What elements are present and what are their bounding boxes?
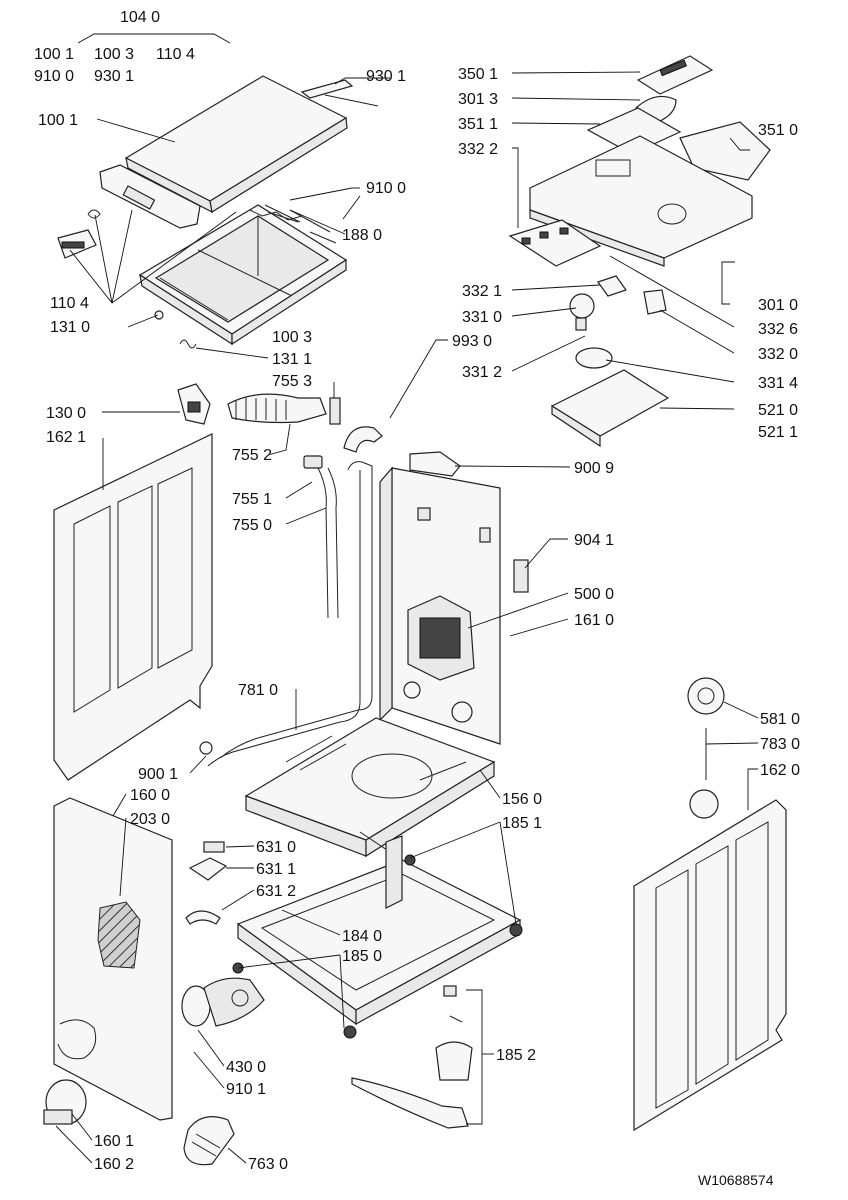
label-301-3: 301 3 xyxy=(458,91,498,108)
label-900-9: 900 9 xyxy=(574,460,614,477)
label-904-1: 904 1 xyxy=(574,532,614,549)
label-162-1: 162 1 xyxy=(46,429,86,446)
label-351-0: 351 0 xyxy=(758,122,798,139)
label-162-0: 162 0 xyxy=(760,762,800,779)
label-332-2: 332 2 xyxy=(458,141,498,158)
label-331-0: 331 0 xyxy=(462,309,502,326)
label-755-3: 755 3 xyxy=(272,373,312,390)
label-185-0: 185 0 xyxy=(342,948,382,965)
part-161-0-rear-panel xyxy=(379,451,529,745)
label-161-0: 161 0 xyxy=(574,612,614,629)
label-130-0: 130 0 xyxy=(46,405,86,422)
label-185-1: 185 1 xyxy=(502,815,542,832)
label-156-0: 156 0 xyxy=(502,791,542,808)
label-781-0: 781 0 xyxy=(238,682,278,699)
label-110-4-top: 110 4 xyxy=(156,46,195,63)
part-100-1-top-lid xyxy=(124,75,348,214)
label-160-2: 160 2 xyxy=(94,1156,134,1173)
label-521-1: 521 1 xyxy=(758,424,798,441)
label-131-1: 131 1 xyxy=(272,351,312,368)
label-910-1: 910 1 xyxy=(226,1081,266,1098)
part-right-side-group xyxy=(633,677,787,1132)
part-top-frame xyxy=(138,204,348,346)
part-755-inlet-tube xyxy=(303,455,339,619)
label-184-0: 184 0 xyxy=(342,928,382,945)
label-110-4: 110 4 xyxy=(50,295,89,312)
label-500-0: 500 0 xyxy=(574,586,614,603)
label-930-1-top: 930 1 xyxy=(94,68,134,85)
part-755-2-hose xyxy=(227,393,341,425)
label-631-2: 631 2 xyxy=(256,883,296,900)
label-332-6: 332 6 xyxy=(758,321,798,338)
part-130-0-switch xyxy=(177,383,211,425)
label-755-2: 755 2 xyxy=(232,447,272,464)
label-100-1-top: 100 1 xyxy=(34,46,74,63)
part-160-0-front-panel xyxy=(43,797,173,1125)
part-930-1-strip xyxy=(300,79,379,107)
label-631-0: 631 0 xyxy=(256,839,296,856)
part-188-0-rods xyxy=(267,211,337,244)
label-100-1: 100 1 xyxy=(38,112,78,129)
part-185-2-foot xyxy=(351,985,473,1129)
label-755-0: 755 0 xyxy=(232,517,272,534)
label-430-0: 430 0 xyxy=(226,1059,266,1076)
label-100-3-top: 100 3 xyxy=(94,46,134,63)
part-110-4-trim xyxy=(57,164,201,259)
label-188-0: 188 0 xyxy=(342,227,382,244)
label-910-0-top: 910 0 xyxy=(34,68,74,85)
label-993-0: 993 0 xyxy=(452,333,492,350)
label-185-2: 185 2 xyxy=(496,1047,536,1064)
part-993-0-elbow xyxy=(343,426,383,453)
label-203-0: 203 0 xyxy=(130,811,170,828)
label-350-1: 350 1 xyxy=(458,66,498,83)
label-331-4: 331 4 xyxy=(758,375,798,392)
label-755-1: 755 1 xyxy=(232,491,272,508)
label-332-1: 332 1 xyxy=(462,283,502,300)
part-control-panel-group xyxy=(508,55,771,448)
leader-lines xyxy=(55,33,759,1164)
label-131-0: 131 0 xyxy=(50,319,90,336)
part-184-0-frame xyxy=(232,831,523,1039)
part-156-0-base xyxy=(244,717,496,858)
part-430-0-pump xyxy=(181,977,265,1027)
label-783-0: 783 0 xyxy=(760,736,800,753)
label-930-1: 930 1 xyxy=(366,68,406,85)
label-331-2: 331 2 xyxy=(462,364,502,381)
label-351-1: 351 1 xyxy=(458,116,498,133)
part-131-springs xyxy=(154,310,197,349)
part-763-0-filter xyxy=(183,1116,235,1166)
label-763-0: 763 0 xyxy=(248,1156,288,1173)
label-910-0: 910 0 xyxy=(366,180,406,197)
part-labels: 104 0 100 1 100 3 110 4 910 0 930 1 930 … xyxy=(34,9,800,1188)
label-332-0: 332 0 xyxy=(758,346,798,363)
label-631-1: 631 1 xyxy=(256,861,296,878)
label-301-0: 301 0 xyxy=(758,297,798,314)
label-521-0: 521 0 xyxy=(758,402,798,419)
part-781-0-drain-hose xyxy=(199,461,373,767)
label-100-3: 100 3 xyxy=(272,329,312,346)
label-581-0: 581 0 xyxy=(760,711,800,728)
label-160-1: 160 1 xyxy=(94,1133,134,1150)
label-900-1: 900 1 xyxy=(138,766,178,783)
label-104-0: 104 0 xyxy=(120,9,160,26)
part-162-1-side-panel-left xyxy=(53,433,213,781)
part-631-group xyxy=(185,841,228,925)
drawing-number: W10688574 xyxy=(698,1172,774,1188)
label-160-0: 160 0 xyxy=(130,787,170,804)
